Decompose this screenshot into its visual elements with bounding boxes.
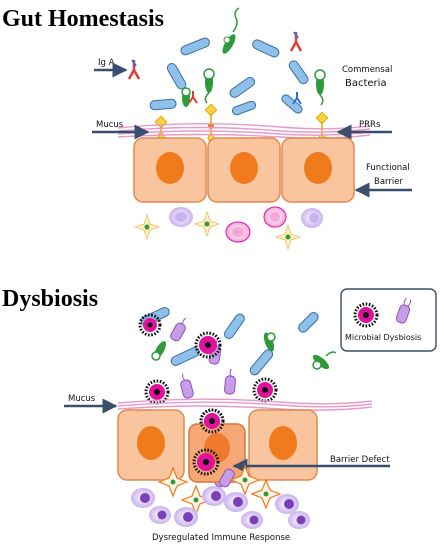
mucus-label-bottom: Mucus <box>68 394 96 404</box>
nucleus <box>156 152 184 184</box>
iga-antibodies <box>127 31 303 105</box>
lymphocyte <box>224 492 248 512</box>
iga-icon <box>289 31 303 52</box>
spiky-pathogen-icon <box>138 313 162 337</box>
lymphocyte <box>131 488 155 508</box>
legend-label: Microbial Dysbiosis <box>345 333 421 342</box>
epithelial-cells-bottom <box>117 409 318 483</box>
nucleus <box>230 152 258 184</box>
rod-bacterium <box>229 76 256 98</box>
rod-bacterium <box>298 312 319 333</box>
flagellated-bacterium <box>263 332 276 352</box>
commensal-label-line1: Commensal <box>342 65 392 75</box>
immune-cells-top <box>133 206 323 251</box>
legend-box: Microbial Dysbiosis <box>340 288 437 352</box>
flagellated-bacterium <box>151 341 167 361</box>
purple-bacterium-icon <box>170 317 187 342</box>
prrs-label: PRRs <box>359 120 381 130</box>
lymphocyte <box>263 206 287 228</box>
iga-icon <box>292 92 302 105</box>
lymphocyte <box>169 207 193 227</box>
iga-icon <box>127 59 141 80</box>
purple-bacterium-icon <box>395 297 412 324</box>
spiky-pathogen-icon <box>144 379 170 405</box>
functional-label-line1: Functional <box>366 163 410 173</box>
mucus-layer-bottom <box>117 398 373 411</box>
iga-label: Ig A <box>98 58 115 68</box>
nucleus <box>269 426 297 460</box>
flagellated-bacterium <box>181 87 191 107</box>
rod-bacterium <box>223 313 245 340</box>
dysregulated-label: Dysregulated Immune Response <box>152 533 290 543</box>
dendritic-spark-icon <box>193 210 221 238</box>
rod-bacterium <box>249 349 274 376</box>
flagellated-bacterium <box>312 351 337 370</box>
rod-bacterium <box>180 37 210 56</box>
activated-dendritic-icon <box>250 478 282 510</box>
rod-bacterium <box>252 39 280 58</box>
lymphocyte <box>225 221 251 243</box>
barrier-defect-label: Barrier Defect <box>330 455 390 465</box>
functional-label-line2: Barrier <box>374 177 403 187</box>
lymphocyte <box>174 507 198 527</box>
prr-icon <box>204 103 218 142</box>
rod-bacterium <box>166 63 187 90</box>
rod-bacterium <box>231 100 257 116</box>
nucleus <box>304 152 332 184</box>
invading-pathogen-icon <box>199 408 225 434</box>
nucleus <box>137 426 165 460</box>
invading-pathogen-icon <box>192 448 220 476</box>
lymphocyte <box>301 208 323 228</box>
lymphocyte <box>149 506 171 524</box>
lymphocyte <box>275 494 299 514</box>
spiky-pathogen-icon <box>194 331 222 359</box>
dysbiosis-title: Dysbiosis <box>2 286 98 312</box>
purple-bacterium-icon <box>180 373 194 399</box>
rod-bacterium <box>170 347 200 366</box>
immune-cells-bottom <box>131 464 310 529</box>
spiky-pathogen-icon <box>252 377 278 403</box>
prr-icon <box>315 111 329 142</box>
rod-bacterium <box>288 60 309 85</box>
iga-icon <box>188 91 198 104</box>
activated-dendritic-icon <box>157 466 189 498</box>
flagellated-bacterium <box>314 69 326 106</box>
homeostasis-title: Gut Homestasis <box>2 6 164 32</box>
lymphocyte <box>288 511 310 529</box>
mucus-layer-top <box>117 123 371 139</box>
commensal-bacteria-group <box>149 37 309 116</box>
dendritic-spark-icon <box>274 223 302 251</box>
flagellated-bacterium <box>222 7 240 54</box>
flagellated-bacterium <box>203 68 215 104</box>
activated-dendritic-icon <box>229 464 261 496</box>
purple-bacterium-icon <box>224 368 236 395</box>
dendritic-spark-icon <box>133 213 161 241</box>
mucus-label-top: Mucus <box>96 120 124 130</box>
rod-bacterium <box>149 98 177 111</box>
epithelial-cells-top <box>133 137 355 203</box>
legend-frame <box>340 288 437 352</box>
flagellated-bacteria-group <box>181 7 326 107</box>
lymphocyte <box>202 486 226 506</box>
lymphocyte <box>241 511 263 529</box>
commensal-label-line2: Bacteria <box>345 78 387 89</box>
spiky-pathogen-icon <box>353 302 379 328</box>
